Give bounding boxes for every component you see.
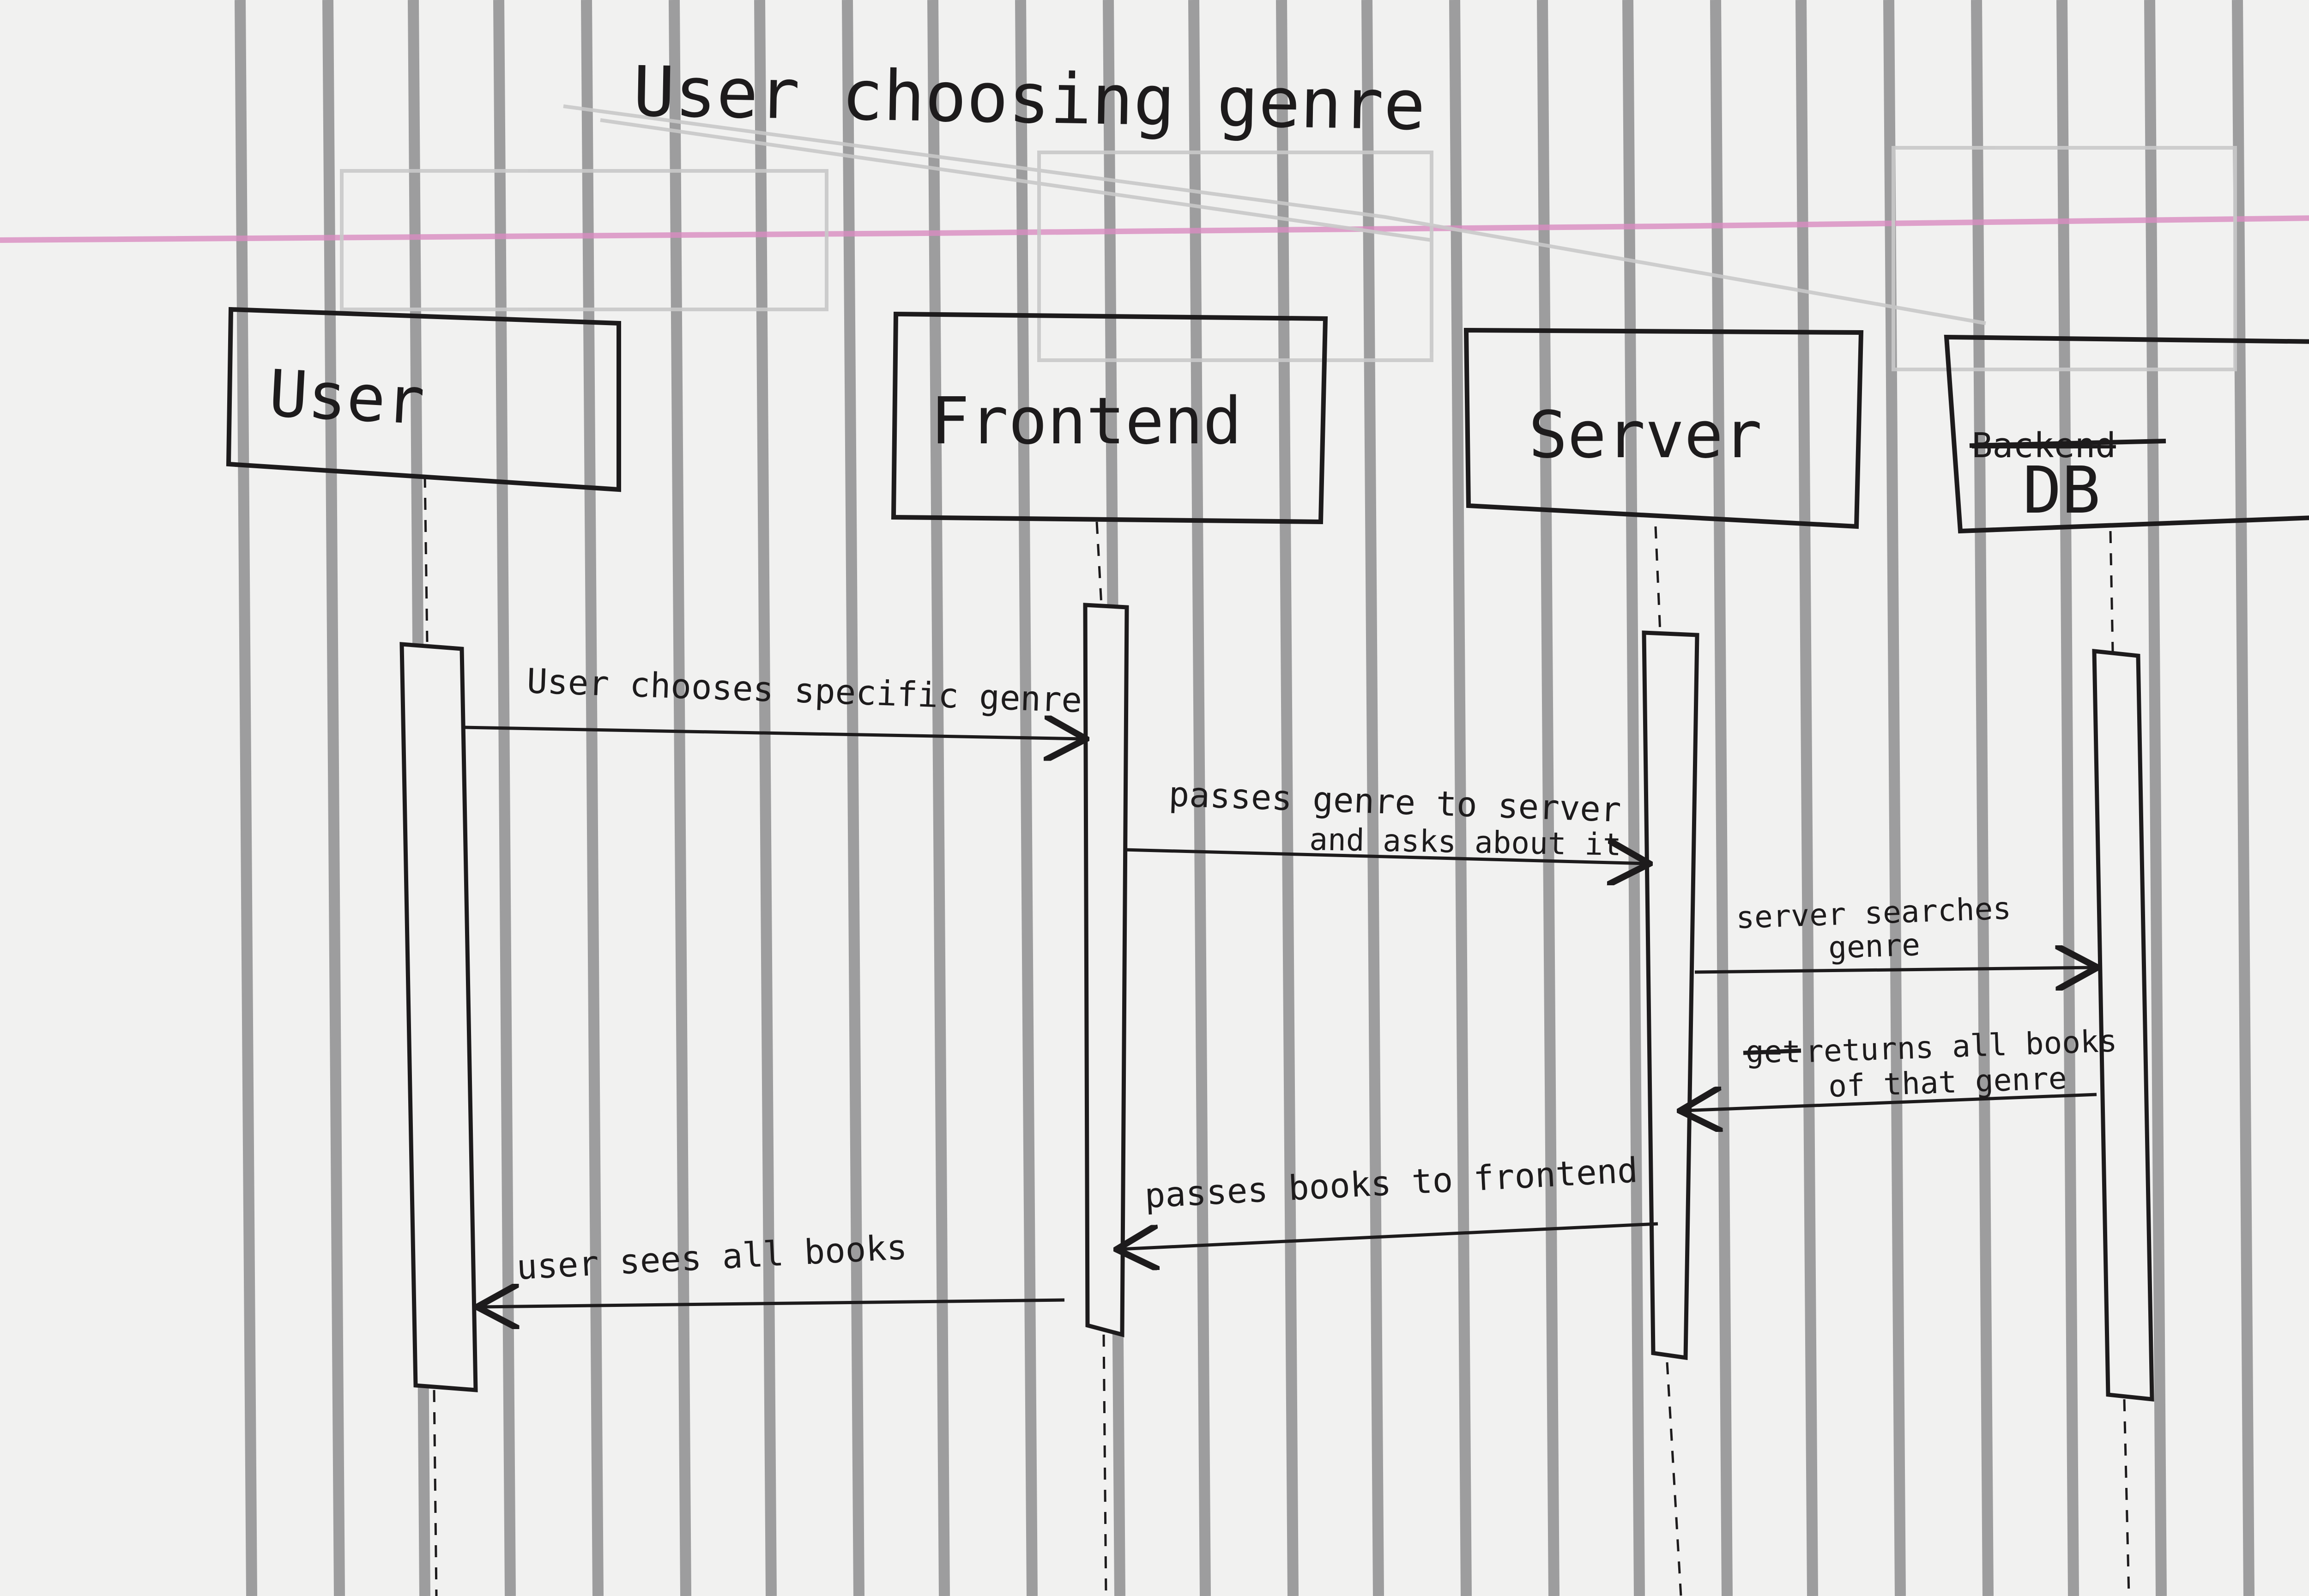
lifeline-db: [2109, 531, 2114, 652]
ruled-line: [1361, 0, 1384, 1596]
participant-user-box: [226, 307, 621, 492]
participant-db-label: DB: [2023, 453, 2101, 528]
message-arrow: [1683, 1094, 2097, 1111]
ruled-line: [1795, 0, 1818, 1596]
messages: [464, 727, 2097, 1307]
lifeline-server: [1666, 1362, 1682, 1596]
message-label: genre: [1828, 927, 1921, 966]
ruled-line: [754, 0, 777, 1596]
message-label: and asks about it: [1309, 822, 1622, 863]
lifeline-db: [2123, 1399, 2130, 1596]
message-label: of that genre: [1828, 1060, 2067, 1104]
participant-frontend-label: Frontend: [931, 384, 1242, 459]
participant-user: User: [226, 307, 621, 492]
ruled-line: [235, 0, 257, 1596]
message-arrow: [1694, 967, 2094, 972]
ruled-line: [927, 0, 950, 1596]
ruled-line: [493, 0, 516, 1596]
lifeline-frontend: [1095, 521, 1103, 605]
ruled-line: [322, 0, 345, 1596]
message-arrow: [480, 1300, 1065, 1307]
erased-pencil-sketch: [340, 104, 2237, 371]
margin-line: [0, 215, 2309, 243]
message-arrow: [1120, 1222, 1658, 1249]
ruled-line: [1015, 0, 1038, 1596]
activation-bar-db: [2092, 648, 2154, 1402]
ruled-line: [2232, 0, 2255, 1596]
lifeline-server: [1654, 526, 1662, 633]
activation-bar-server: [1642, 630, 1699, 1360]
ruled-line: [842, 0, 864, 1596]
lifelines: [423, 475, 2130, 1596]
ruled-line: [2056, 0, 2079, 1596]
lifeline-user: [423, 475, 429, 642]
activation-bar-frontend: [1083, 603, 1129, 1337]
message-arrow: [464, 727, 1083, 739]
participant-server-box: [1463, 327, 1864, 529]
ruled-line: [1537, 0, 1559, 1596]
activation-bars: [399, 603, 2154, 1402]
ruled-line: [1710, 0, 1733, 1596]
participant-user-label: User: [267, 356, 426, 439]
diagram-title: User choosing genre: [632, 52, 1426, 146]
ruled-line: [669, 0, 691, 1596]
participant-db-box: [1944, 334, 2309, 534]
ruled-line: [581, 0, 604, 1596]
ruled-line: [1276, 0, 1299, 1596]
ruled-line: [1971, 0, 1994, 1596]
ruled-line: [1188, 0, 1211, 1596]
strike-through-line: [1743, 1048, 1801, 1055]
participant-db: Backend DB: [1944, 334, 2309, 534]
participant-server-label: Server: [1529, 398, 1762, 473]
strike-through-line: [1969, 439, 2166, 448]
ruled-line: [1449, 0, 1472, 1596]
ruled-line: [2144, 0, 2167, 1596]
message-arrow: [1124, 850, 1646, 864]
ruled-line: [1622, 0, 1645, 1596]
participant-server: Server: [1463, 327, 1864, 529]
participant-frontend-box: [891, 311, 1328, 525]
participant-frontend: Frontend: [891, 311, 1328, 525]
ruled-line: [1883, 0, 1906, 1596]
activation-bar-user: [399, 642, 478, 1392]
